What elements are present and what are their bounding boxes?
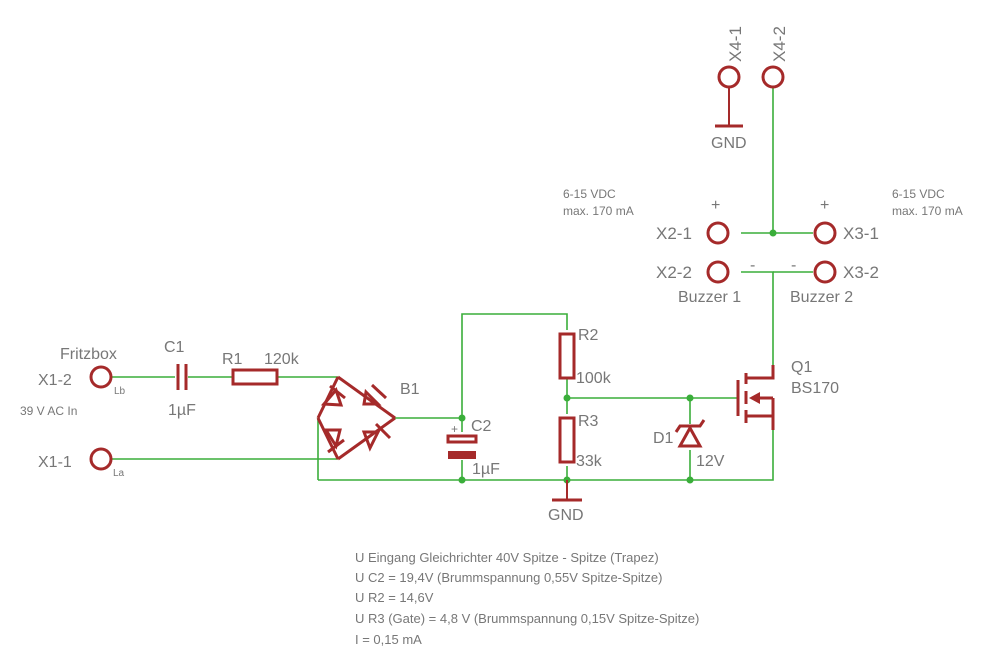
r1-name: R1 [222, 351, 243, 368]
r2-body [558, 332, 576, 380]
x2-1-pin[interactable] [706, 221, 730, 245]
r2-name: R2 [578, 327, 599, 344]
junctions [458, 229, 777, 484]
supply-right-line2: max. 170 mA [892, 204, 963, 218]
d1-value: 12V [696, 453, 725, 470]
lb-label: Lb [114, 386, 126, 397]
junction-r2-r3 [563, 394, 571, 402]
connector-x4: X4-1 X4-2 GND [711, 26, 789, 152]
c2-plate-plus [446, 434, 478, 444]
x1-2-pin[interactable] [89, 365, 113, 389]
gnd-label-top: GND [711, 135, 747, 152]
b1-diode-4 [361, 422, 392, 452]
junction-gate-d1 [686, 394, 694, 402]
x2-plus-label: + [711, 197, 720, 214]
buzzer1-label: Buzzer 1 [678, 289, 741, 306]
q1-value: BS170 [791, 380, 839, 397]
x3-1-pin[interactable] [813, 221, 837, 245]
junction-supply [769, 229, 777, 237]
x2-2-pin[interactable] [706, 260, 730, 284]
c2-plate-minus [448, 451, 476, 459]
x4-1-pin[interactable] [717, 65, 741, 89]
x2-2-label: X2-2 [656, 263, 692, 282]
connector-x2: + X2-1 X2-2 - Buzzer 1 [656, 197, 755, 306]
connector-x1: Fritzbox X1-2 Lb 39 V AC In X1-1 La [20, 346, 126, 479]
connector-x3: + X3-1 X3-2 - Buzzer 2 [790, 197, 879, 306]
x4-2-pin[interactable] [761, 65, 785, 89]
d1-name: D1 [653, 430, 674, 447]
b1-diode-2 [362, 383, 388, 406]
x3-minus-label: - [791, 257, 796, 274]
c2-plus-label: + [451, 422, 458, 436]
junction-c2-gnd [458, 476, 466, 484]
x1-1-label: X1-1 [38, 454, 72, 471]
q1-name: Q1 [791, 359, 812, 376]
gnd-bottom: GND [548, 480, 584, 524]
d1-body [677, 424, 703, 448]
buzzer2-label: Buzzer 2 [790, 289, 853, 306]
x3-1-label: X3-1 [843, 224, 879, 243]
r2-value: 100k [576, 370, 612, 387]
x3-2-label: X3-2 [843, 263, 879, 282]
x3-plus-label: + [820, 197, 829, 214]
capacitor-c1[interactable]: C1 1µF [164, 339, 196, 419]
note-line-1: U Eingang Gleichrichter 40V Spitze - Spi… [355, 550, 659, 565]
junction-c2 [458, 414, 466, 422]
x3-2-pin[interactable] [813, 260, 837, 284]
supply-right-line1: 6-15 VDC [892, 187, 945, 201]
mosfet-q1[interactable]: Q1 BS170 [736, 359, 839, 430]
fritzbox-label: Fritzbox [60, 346, 117, 363]
supply-left-line1: 6-15 VDC [563, 187, 616, 201]
junction-d1-gnd [686, 476, 694, 484]
x4-2-label: X4-2 [770, 26, 789, 62]
c2-value: 1µF [472, 461, 500, 478]
q1-arrow [749, 392, 760, 404]
la-label: La [113, 468, 125, 479]
wire-top-r2 [461, 313, 568, 418]
r1-value: 120k [264, 351, 300, 368]
zener-diode-d1[interactable]: D1 12V [653, 419, 725, 470]
r3-value: 33k [576, 453, 603, 470]
x2-minus-label: - [750, 257, 755, 274]
b1-edge-bl [316, 417, 340, 460]
note-line-2: U C2 = 19,4V (Brummspannung 0,55V Spitze… [355, 570, 662, 585]
b1-diode-3 [323, 428, 345, 454]
bridge-rectifier-b1[interactable]: B1 [316, 375, 420, 461]
c1-name: C1 [164, 339, 185, 356]
c1-value: 1µF [168, 402, 196, 419]
r3-body [558, 416, 576, 464]
d1-bar [674, 419, 706, 433]
b1-diode-1 [320, 384, 346, 407]
r1-body [231, 368, 279, 386]
c2-name: C2 [471, 418, 492, 435]
x2-1-label: X2-1 [656, 224, 692, 243]
r3-name: R3 [578, 413, 599, 430]
wire-ground-rail [318, 430, 774, 481]
ac-in-label: 39 V AC In [20, 404, 77, 418]
capacitor-c2[interactable]: + C2 1µF [446, 418, 500, 478]
gnd-label-bottom: GND [548, 507, 584, 524]
q1-source [746, 414, 775, 430]
q1-drain [746, 365, 775, 380]
note-line-3: U R2 = 14,6V [355, 590, 434, 605]
wires [111, 88, 813, 481]
wire-drain-x2-2 [741, 271, 774, 365]
x4-1-label: X4-1 [726, 26, 745, 62]
x1-2-label: X1-2 [38, 372, 72, 389]
resistor-r1[interactable]: R1 120k [222, 351, 300, 386]
note-line-5: I = 0,15 mA [355, 632, 422, 647]
resistor-r2[interactable]: R2 100k [558, 327, 612, 387]
x1-1-pin[interactable] [89, 447, 113, 471]
b1-name: B1 [400, 381, 420, 398]
supply-left-line2: max. 170 mA [563, 204, 634, 218]
notes-block: U Eingang Gleichrichter 40V Spitze - Spi… [355, 550, 699, 647]
note-line-4: U R3 (Gate) = 4,8 V (Brummspannung 0,15V… [355, 611, 699, 626]
resistor-r3[interactable]: R3 33k [558, 413, 603, 470]
